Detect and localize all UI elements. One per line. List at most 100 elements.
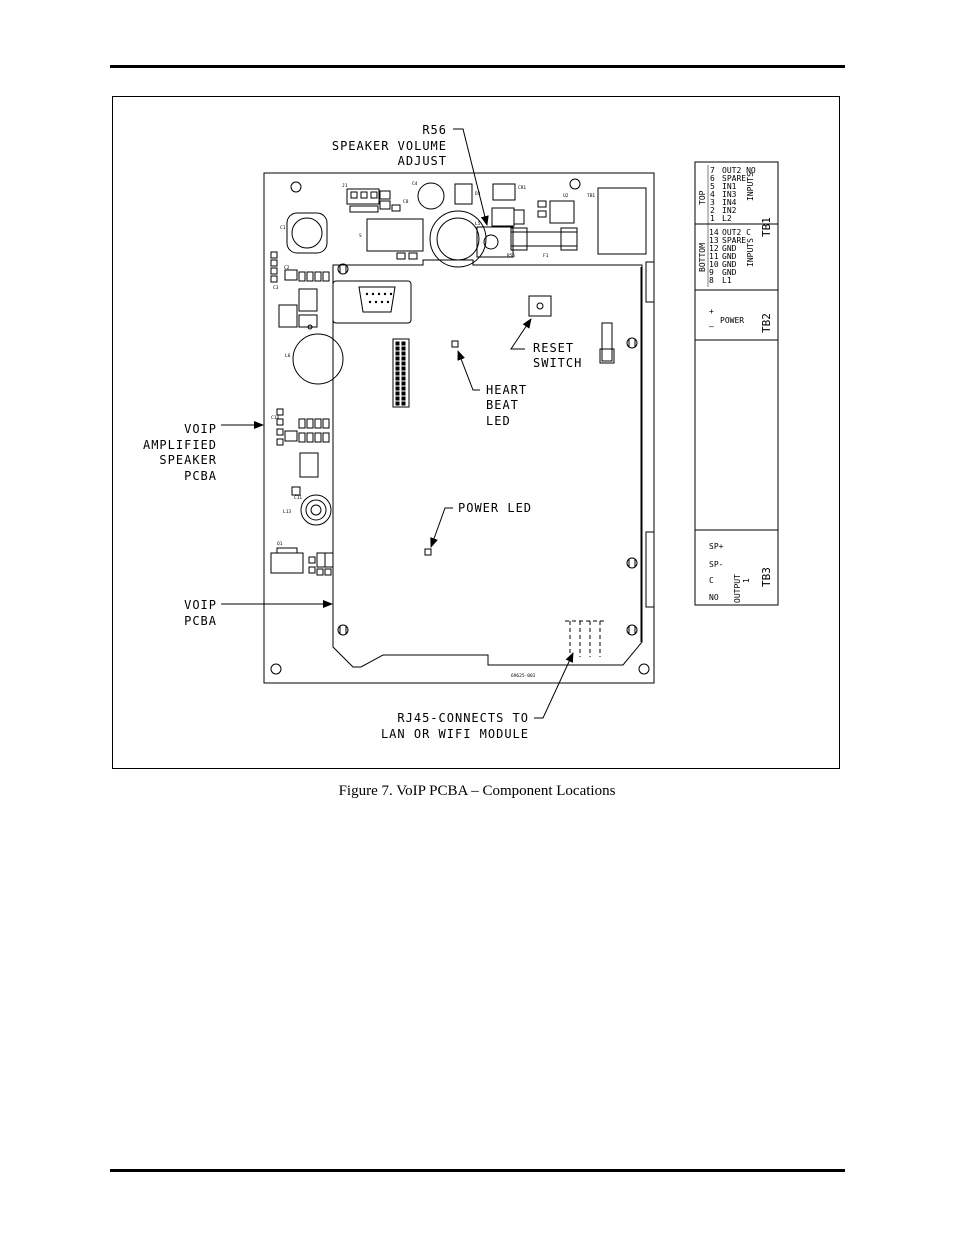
voip-pcba-board — [332, 259, 643, 668]
callout-rj45: RJ45-CONNECTS TO LAN OR WIFI MODULE — [381, 652, 574, 741]
svg-text:CR1: CR1 — [518, 185, 526, 191]
svg-text:NO: NO — [709, 593, 719, 602]
svg-text:Q1: Q1 — [277, 541, 283, 547]
header-pin — [401, 401, 406, 406]
svg-text:VOIP: VOIP — [184, 598, 217, 612]
svg-text:OUT2 NO: OUT2 NO — [722, 166, 756, 175]
svg-text:BEAT: BEAT — [486, 398, 519, 412]
header-rule — [110, 65, 845, 68]
svg-text:SP-: SP- — [709, 560, 723, 569]
svg-text:TOP: TOP — [698, 190, 707, 205]
header-pin — [401, 341, 406, 346]
header-pin — [395, 396, 400, 401]
part-number: 69625-001 — [511, 673, 536, 679]
header-pin — [401, 356, 406, 361]
svg-text:RESET: RESET — [533, 341, 574, 355]
svg-text:C: C — [709, 576, 714, 585]
svg-text:TB3: TB3 — [760, 567, 773, 587]
header-pin — [395, 341, 400, 346]
svg-text:SWITCH: SWITCH — [533, 356, 582, 370]
svg-text:LAN OR WIFI MODULE: LAN OR WIFI MODULE — [381, 727, 529, 741]
svg-text:TB2: TB2 — [760, 313, 773, 333]
svg-text:F1: F1 — [543, 253, 549, 259]
figure-frame: J1 C4 C8 D3 CR1 U2 TB1 C1 L5 F1 C2 C3 S … — [112, 96, 840, 769]
svg-text:TB1: TB1 — [587, 193, 595, 199]
svg-text:IN1: IN1 — [722, 182, 737, 191]
svg-text:GND: GND — [722, 268, 737, 277]
header-pin — [395, 391, 400, 396]
component-refs: J1 C4 C8 D3 CR1 U2 TB1 C1 L5 F1 C2 C3 S … — [271, 181, 595, 679]
svg-text:INPUTS: INPUTS — [746, 238, 755, 267]
svg-text:C14: C14 — [271, 415, 279, 421]
svg-text:VOIP: VOIP — [184, 422, 217, 436]
svg-text:RJ45-CONNECTS TO: RJ45-CONNECTS TO — [397, 711, 529, 725]
svg-text:–: – — [709, 322, 714, 331]
callout-voip-amplified-speaker-pcba: VOIP AMPLIFIED SPEAKER PCBA — [143, 421, 264, 483]
svg-text:PCBA: PCBA — [184, 614, 217, 628]
svg-text:11: 11 — [709, 252, 719, 261]
speaker-pcba-board — [263, 172, 655, 684]
svg-text:HEART: HEART — [486, 383, 527, 397]
svg-text:10: 10 — [709, 260, 719, 269]
header-pin — [401, 371, 406, 376]
header-pin — [395, 386, 400, 391]
header-pin — [401, 346, 406, 351]
header-pin — [401, 386, 406, 391]
svg-text:1: 1 — [710, 214, 715, 223]
svg-text:INPUTS: INPUTS — [746, 172, 755, 201]
callout-voip-pcba: VOIP PCBA — [184, 598, 333, 628]
svg-text:SPEAKER: SPEAKER — [159, 453, 217, 467]
svg-text:GND: GND — [722, 244, 737, 253]
svg-text:OUT2 C: OUT2 C — [722, 228, 751, 237]
header-pin — [395, 361, 400, 366]
svg-text:AMPLIFIED: AMPLIFIED — [143, 438, 217, 452]
svg-text:U2: U2 — [563, 193, 569, 199]
svg-text:L1: L1 — [722, 276, 732, 285]
header-pin — [401, 396, 406, 401]
svg-text:8: 8 — [709, 276, 714, 285]
svg-text:+: + — [709, 307, 714, 316]
svg-text:12: 12 — [709, 244, 719, 253]
svg-text:C3: C3 — [273, 285, 279, 291]
svg-text:PCBA: PCBA — [184, 469, 217, 483]
header-pin — [395, 356, 400, 361]
svg-text:TB1: TB1 — [760, 217, 773, 237]
svg-text:R56: R56 — [422, 123, 447, 137]
svg-text:9: 9 — [709, 268, 714, 277]
svg-text:14: 14 — [709, 228, 719, 237]
header-pin — [401, 366, 406, 371]
svg-text:R56: R56 — [507, 253, 515, 259]
svg-text:POWER LED: POWER LED — [458, 501, 532, 515]
svg-text:L2: L2 — [722, 214, 732, 223]
svg-text:5: 5 — [710, 182, 715, 191]
header-pin — [395, 346, 400, 351]
svg-text:IN2: IN2 — [722, 206, 737, 215]
header-pin — [401, 381, 406, 386]
svg-text:6: 6 — [710, 174, 715, 183]
svg-text:C1: C1 — [280, 225, 286, 231]
header-pin — [395, 366, 400, 371]
svg-text:SPEAKER VOLUME: SPEAKER VOLUME — [332, 139, 447, 153]
svg-text:IN3: IN3 — [722, 190, 737, 199]
svg-text:SPARE: SPARE — [722, 174, 746, 183]
header-pin — [401, 376, 406, 381]
header-pin — [395, 401, 400, 406]
svg-text:C4: C4 — [412, 181, 418, 187]
svg-text:L6: L6 — [285, 353, 291, 359]
svg-text:1: 1 — [742, 578, 751, 583]
svg-text:L5: L5 — [475, 221, 481, 227]
svg-text:SPARE: SPARE — [722, 236, 746, 245]
svg-text:3: 3 — [710, 198, 715, 207]
svg-text:IN4: IN4 — [722, 198, 737, 207]
svg-text:D3: D3 — [475, 191, 481, 197]
svg-text:4: 4 — [710, 190, 715, 199]
svg-text:C2: C2 — [284, 265, 290, 271]
svg-text:OUTPUT: OUTPUT — [733, 574, 742, 603]
header-pin — [401, 361, 406, 366]
svg-text:BOTTOM: BOTTOM — [698, 243, 707, 272]
svg-text:7: 7 — [710, 166, 715, 175]
svg-text:C11: C11 — [294, 495, 302, 501]
svg-text:L13: L13 — [283, 509, 291, 515]
header-pin — [395, 376, 400, 381]
